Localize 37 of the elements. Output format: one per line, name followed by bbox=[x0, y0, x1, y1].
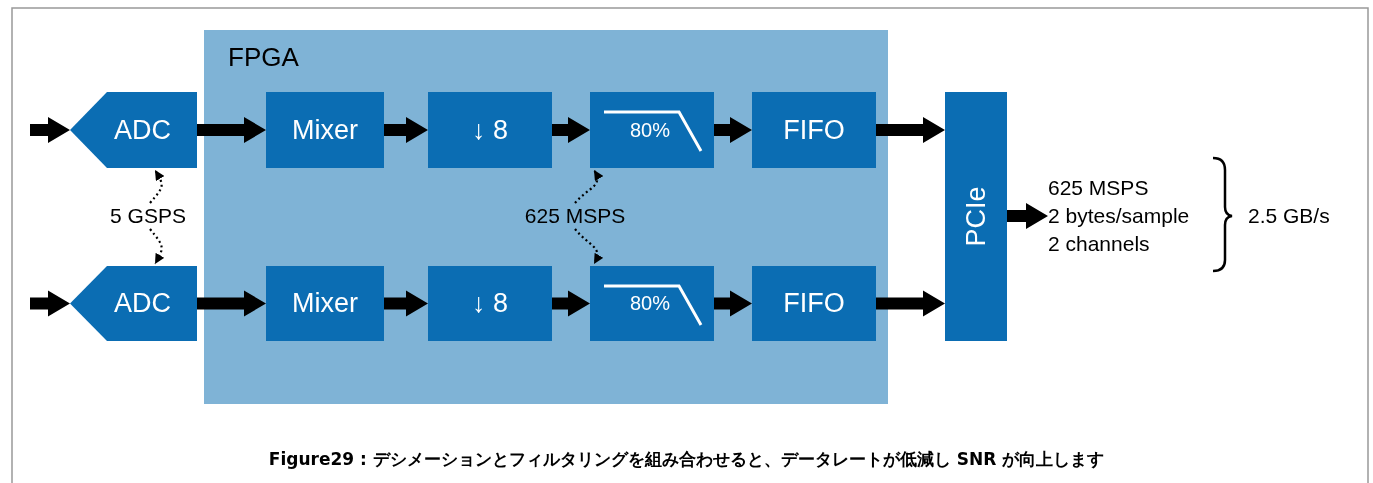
dotted-arrow bbox=[149, 169, 165, 204]
pcie-block: PCIe bbox=[945, 92, 1007, 341]
fifo-block: FIFO bbox=[752, 266, 876, 341]
adc-block: ADC bbox=[70, 266, 197, 341]
arrow bbox=[876, 117, 945, 143]
arrow bbox=[714, 117, 752, 143]
arrow bbox=[30, 117, 70, 143]
lowpass-filter-block: 80% bbox=[590, 92, 714, 168]
sample-rate-label: 625 MSPS bbox=[520, 203, 630, 229]
fifo-block: FIFO bbox=[752, 92, 876, 168]
region-title: FPGA bbox=[228, 42, 299, 73]
figure-caption: Figure29 : デシメーションとフィルタリングを組み合わせると、データレートが低減し SNR が向上します bbox=[268, 449, 1105, 469]
data-rate-line: 2 bytes/sample bbox=[1048, 203, 1190, 229]
mixer-block: Mixer bbox=[266, 266, 384, 341]
mixer-block: Mixer bbox=[266, 92, 384, 168]
arrow bbox=[30, 290, 70, 317]
dotted-arrow bbox=[574, 228, 603, 265]
arrow bbox=[384, 290, 428, 317]
adc-block: ADC bbox=[70, 92, 197, 168]
fpga-region bbox=[204, 30, 888, 404]
dotted-arrow bbox=[149, 228, 165, 265]
decimator-block: ↓ 8 bbox=[428, 266, 552, 341]
decimator-block: ↓ 8 bbox=[428, 92, 552, 168]
arrow bbox=[714, 290, 752, 317]
data-rate-line: 625 MSPS bbox=[1048, 175, 1149, 201]
arrow bbox=[552, 117, 590, 143]
data-rate-line: 2 channels bbox=[1048, 231, 1150, 257]
lowpass-filter-block: 80% bbox=[590, 266, 714, 341]
arrow bbox=[876, 290, 945, 317]
arrow bbox=[384, 117, 428, 143]
arrow bbox=[197, 290, 266, 317]
dotted-arrow bbox=[574, 169, 604, 204]
sample-rate-label: 5 GSPS bbox=[106, 203, 190, 229]
arrow bbox=[197, 117, 266, 143]
total-rate-label: 2.5 GB/s bbox=[1248, 203, 1330, 229]
arrow bbox=[1007, 203, 1048, 229]
arrow bbox=[552, 290, 590, 317]
